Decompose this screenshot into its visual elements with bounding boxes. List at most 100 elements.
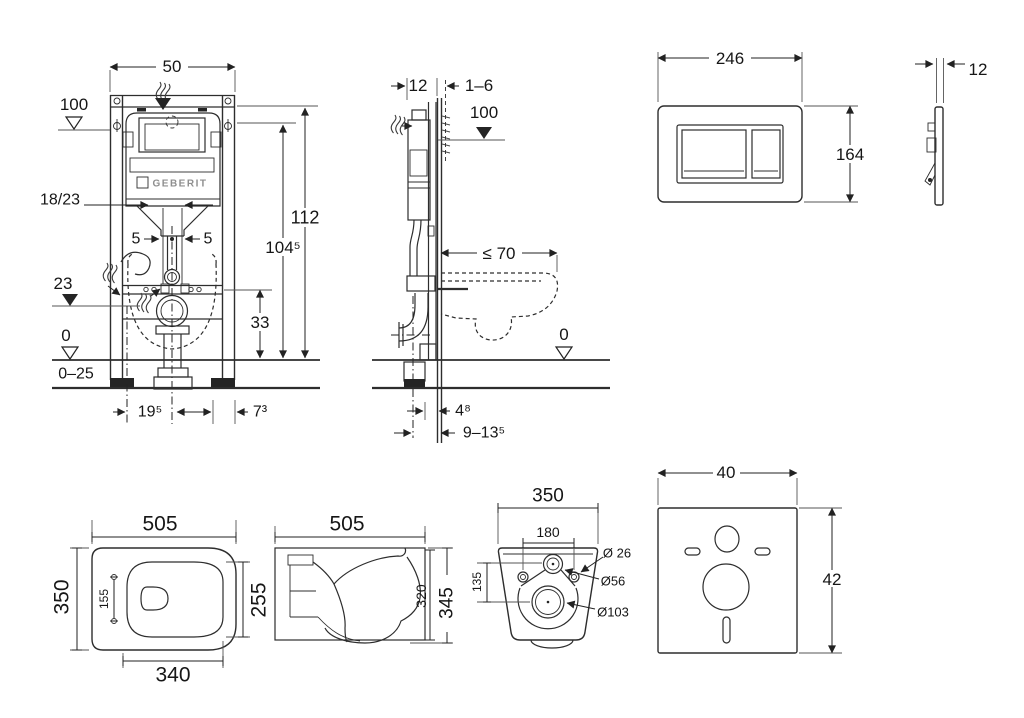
dim-back-width-label: 350 (532, 486, 564, 507)
dim-plate-height: 164 (804, 105, 867, 203)
dim-plate-level-label: 104⁵ (265, 238, 300, 257)
label-bg (818, 570, 846, 587)
dim-floor-range-label: 0–25 (58, 366, 94, 383)
dim-total-height-label: 112 (291, 207, 320, 227)
dim-back-center-spacing-label: 135 (470, 572, 484, 592)
side-squiggle-icon (390, 114, 413, 136)
flush-plate-side-view: 12 (915, 58, 987, 206)
dim-height-side-label: 345 (437, 587, 458, 619)
dim-hole-spacing-top: 155 (97, 576, 118, 622)
brand-text: GEBERIT (153, 179, 208, 190)
dim-bowl-length-top-label: 505 (142, 512, 177, 535)
label-bg (248, 313, 273, 331)
dim-plate-width: 246 (657, 49, 803, 102)
dim-height-side: 345 (410, 547, 458, 644)
dim-hole-spacing-top-label: 155 (97, 589, 111, 609)
dim-bowl-length-side-label: 505 (329, 512, 364, 535)
dim-outlet-dia: Ø103 (566, 600, 629, 620)
dim-supply-level: 100 (58, 95, 110, 131)
dim-back-hole-spacing-label: 180 (536, 524, 560, 540)
dim-back-width: 350 (497, 486, 599, 544)
dim-outlet-range-label: 9–13⁵ (463, 425, 505, 442)
dim-offset-left-label: 5 (132, 231, 141, 248)
dim-inner-length-top-label: 255 (247, 582, 270, 617)
bowl-top-view: 505 350 155 255 340 (50, 512, 270, 686)
dim-wall-range-label: 1–6 (465, 76, 493, 95)
dim-foot-side-label: 7³ (253, 404, 268, 421)
dim-back-center-spacing: 135 (470, 562, 542, 603)
dim-foot-depth-label: 19⁵ (138, 404, 162, 421)
dim-frame-depth-label: 12 (409, 76, 428, 95)
sound-insulation-pad-view: 40 42 (657, 463, 846, 654)
dim-plate-depth-label: 12 (969, 60, 988, 79)
dim-plate-level: 104⁵ (237, 122, 302, 359)
label-bg (288, 208, 322, 227)
flush-plate-structure (657, 105, 803, 203)
dim-bowl-length-side: 505 (274, 512, 426, 544)
inner-squiggle-icon (136, 288, 161, 314)
dim-pad-height-label: 42 (823, 570, 842, 589)
dim-front-width-top-label: 340 (155, 663, 190, 686)
dim-outlet-offset: 4⁸ (407, 402, 471, 420)
dim-pad-height: 42 (799, 507, 846, 654)
dim-inlet-dia-label: Ø56 (601, 574, 626, 589)
flush-plate-front-view: 246 164 (657, 49, 867, 203)
dim-outlet-level-label: 23 (54, 274, 73, 293)
bowl-top-structure (91, 547, 237, 651)
bowl-back-structure (497, 547, 599, 649)
dim-bolt-height-label: 33 (251, 313, 270, 332)
dim-supply-level-side-label: 100 (470, 103, 498, 122)
dim-frame-width-label: 50 (163, 57, 182, 76)
dim-fixing-dia: Ø 26 (580, 546, 631, 573)
dim-floor-level: 0 0–25 (52, 326, 320, 390)
dim-inlet-dia: Ø56 (564, 568, 626, 589)
dim-plate-height-label: 164 (836, 145, 864, 164)
supply-squiggle-icon (102, 262, 121, 296)
big-flush-button (681, 129, 747, 179)
pad-structure (657, 507, 798, 654)
brand-logo: GEBERIT (136, 176, 208, 190)
dim-front-width-top: 340 (122, 641, 224, 686)
label-bg (833, 145, 867, 163)
dim-frame-depth: 12 1–6 (391, 76, 493, 100)
dim-plate-depth: 12 (915, 58, 987, 103)
frame-side-view: 12 1–6 100 ≤ 70 0 4⁸ 9–13⁵ (372, 76, 610, 443)
dim-inner-height-side-label: 320 (413, 584, 429, 608)
label-bg (713, 464, 740, 481)
dim-offsets: 5 5 (132, 231, 213, 248)
dim-rods: 18/23 (40, 192, 213, 209)
dim-offset-right-label: 5 (204, 231, 213, 248)
dim-bowl-width-top: 350 (50, 547, 89, 651)
bowl-back-view: 350 180 135 Ø 26 Ø56 Ø103 (470, 486, 631, 649)
bowl-side-view: 505 320 345 (274, 512, 458, 644)
plate-side-structure (924, 106, 944, 206)
label-bg (264, 238, 302, 256)
dim-pad-width: 40 (657, 463, 798, 505)
dim-outlet-range: 9–13⁵ (394, 425, 505, 442)
label-bg (477, 244, 522, 262)
dim-fixing-dia-label: Ø 26 (603, 546, 631, 561)
small-flush-button (751, 129, 781, 179)
dim-outlet-offset-label: 4⁸ (455, 403, 471, 420)
label-bg (156, 57, 188, 76)
dim-bowl-depth-label: ≤ 70 (483, 244, 516, 263)
dim-total-height: 112 (237, 105, 322, 359)
dim-bowl-depth: ≤ 70 (440, 244, 558, 272)
dim-supply-level-side: 100 (438, 103, 505, 141)
label-bg (437, 575, 456, 632)
dim-bolt-height: 33 (224, 289, 273, 359)
dim-floor-level-label: 0 (61, 326, 70, 345)
dim-floor-level-side-label: 0 (559, 325, 568, 344)
dim-back-hole-spacing: 180 (522, 524, 575, 570)
label-bg (709, 49, 751, 67)
dim-plate-width-label: 246 (716, 49, 744, 68)
frame-side-structure (372, 80, 610, 443)
dim-supply-level-label: 100 (60, 95, 88, 114)
dim-floor-level-side: 0 (555, 325, 573, 360)
dim-bowl-width-top-label: 350 (50, 579, 73, 614)
dim-rods-label: 18/23 (40, 192, 80, 209)
dim-bowl-length-top: 505 (91, 512, 237, 544)
bowl-side-structure (274, 547, 426, 644)
